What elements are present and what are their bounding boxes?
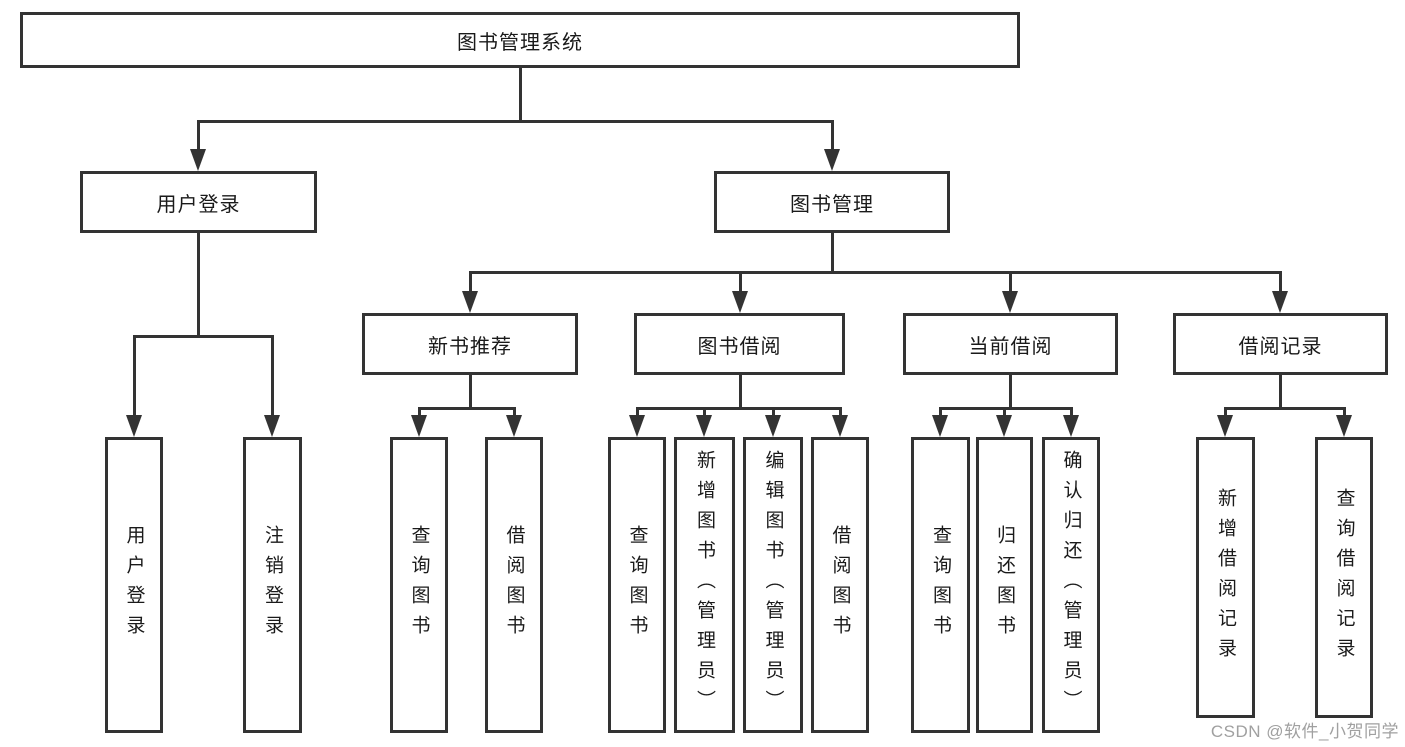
connector-hline [1223,406,1346,410]
leaf-user-login-label: 用户登录 [123,525,145,645]
leaf-add-borrow-record: 新增借阅记录 [1196,437,1255,718]
connector-vline [830,121,834,153]
connector-vline [468,272,472,295]
arrow-down-icon [996,415,1012,437]
arrow-down-icon [462,291,478,313]
node-library-system-label: 图书管理系统 [457,31,583,54]
connector-hline [417,406,516,410]
connector-vline [270,336,274,419]
node-user-login-label: 用户登录 [156,193,241,216]
arrow-down-icon [264,415,280,437]
connector-vline [518,68,522,121]
connector-vline [1008,272,1012,295]
connector-vline [1342,408,1346,419]
arrow-down-icon [1002,291,1018,313]
node-borrow-records-label: 借阅记录 [1238,335,1323,358]
arrow-down-icon [832,415,848,437]
leaf-add-book-admin-label: 新增图书（管理员） [694,450,715,720]
connector-vline [1278,272,1282,295]
watermark: CSDN @软件_小贺同学 [1210,722,1399,741]
node-new-book-recommend-label: 新书推荐 [428,335,512,358]
leaf-edit-book-admin: 编辑图书（管理员） [743,437,803,733]
leaf-confirm-return-admin: 确认归还（管理员） [1042,437,1100,733]
leaf-add-borrow-record-label: 新增借阅记录 [1215,487,1236,668]
arrow-down-icon [190,149,206,171]
node-book-management-label: 图书管理 [790,193,874,216]
arrow-down-icon [506,415,522,437]
connector-hline [196,119,834,123]
leaf-logout-label: 注销登录 [262,525,283,645]
connector-hline [132,334,274,338]
leaf-query-books-borrowing-label: 查询图书 [626,525,648,645]
leaf-query-books-recommend: 查询图书 [390,437,448,733]
leaf-query-borrow-record: 查询借阅记录 [1315,437,1373,718]
arrow-down-icon [1063,415,1079,437]
leaf-logout: 注销登录 [243,437,302,733]
connector-vline [468,375,472,408]
node-current-borrowing: 当前借阅 [903,313,1118,375]
arrow-down-icon [732,291,748,313]
arrow-down-icon [824,149,840,171]
leaf-borrow-books-recommend-label: 借阅图书 [503,525,525,645]
arrow-down-icon [932,415,948,437]
node-current-borrowing-label: 当前借阅 [968,335,1053,358]
connector-vline [830,233,834,272]
connector-vline [771,408,775,419]
connector-vline [1002,408,1006,419]
arrow-down-icon [1336,415,1352,437]
leaf-borrow-books-recommend: 借阅图书 [485,437,543,733]
connector-vline [838,408,842,419]
connector-vline [1223,408,1227,419]
leaf-query-books-current: 查询图书 [911,437,970,733]
connector-hline [468,270,1282,274]
leaf-edit-book-admin-label: 编辑图书（管理员） [762,450,784,720]
node-book-management: 图书管理 [714,171,950,233]
node-book-borrowing: 图书借阅 [634,313,845,375]
arrow-down-icon [126,415,142,437]
connector-vline [132,336,136,419]
connector-vline [196,233,200,336]
arrow-down-icon [765,415,781,437]
connector-hline [938,406,1073,410]
leaf-borrow-books-borrowing: 借阅图书 [811,437,869,733]
connector-vline [1008,375,1012,408]
leaf-return-book: 归还图书 [976,437,1033,733]
connector-vline [738,375,742,408]
arrow-down-icon [696,415,712,437]
connector-vline [702,408,706,419]
connector-hline [635,406,842,410]
leaf-query-borrow-record-label: 查询借阅记录 [1333,487,1355,668]
connector-vline [196,121,200,153]
leaf-user-login: 用户登录 [105,437,163,733]
connector-vline [512,408,516,419]
arrow-down-icon [1272,291,1288,313]
connector-vline [938,408,942,419]
connector-vline [738,272,742,295]
arrow-down-icon [411,415,427,437]
leaf-return-book-label: 归还图书 [994,525,1015,645]
leaf-query-books-recommend-label: 查询图书 [408,525,430,645]
connector-vline [635,408,639,419]
leaf-add-book-admin: 新增图书（管理员） [674,437,735,733]
node-user-login: 用户登录 [80,171,317,233]
connector-vline [417,408,421,419]
leaf-query-books-current-label: 查询图书 [930,525,951,645]
leaf-borrow-books-borrowing-label: 借阅图书 [829,525,851,645]
node-book-borrowing-label: 图书借阅 [697,335,782,358]
connector-vline [1069,408,1073,419]
node-new-book-recommend: 新书推荐 [362,313,578,375]
arrow-down-icon [1217,415,1233,437]
node-library-system: 图书管理系统 [20,12,1020,68]
leaf-confirm-return-admin-label: 确认归还（管理员） [1060,450,1082,720]
connector-vline [1278,375,1282,408]
arrow-down-icon [629,415,645,437]
leaf-query-books-borrowing: 查询图书 [608,437,666,733]
node-borrow-records: 借阅记录 [1173,313,1388,375]
